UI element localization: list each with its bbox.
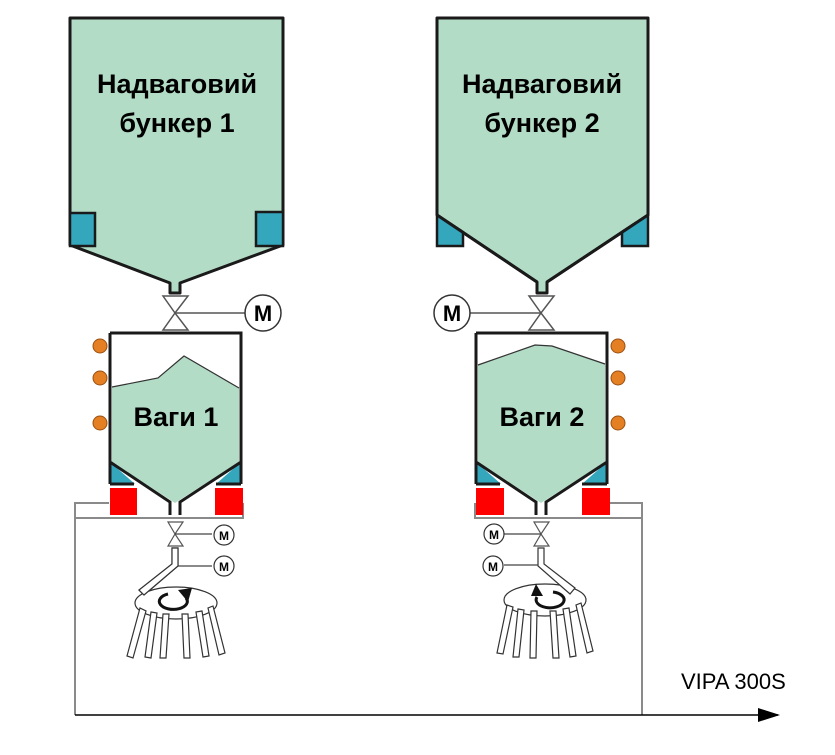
scale-1-level-sensor-low bbox=[92, 415, 108, 431]
scale-1-product bbox=[112, 356, 239, 503]
hopper-1-title-line1: Надваговий bbox=[97, 69, 257, 99]
motor-label: M bbox=[219, 529, 229, 543]
feed-motor-2[interactable]: M bbox=[433, 294, 471, 332]
feed-valve-2[interactable] bbox=[470, 295, 556, 331]
motor-label: M bbox=[489, 528, 499, 542]
spreader-motor-1[interactable]: M bbox=[213, 555, 235, 577]
feed-valve-1[interactable] bbox=[161, 295, 246, 331]
scale-1-load-cell-left bbox=[110, 488, 137, 515]
rotation-arrow-icon-2 bbox=[531, 584, 566, 610]
motor-label: M bbox=[219, 560, 229, 574]
hopper-2-body bbox=[435, 16, 650, 295]
feed-motor-1[interactable]: M bbox=[244, 294, 282, 332]
motor-icon bbox=[433, 294, 471, 332]
motor-label: M bbox=[254, 301, 272, 326]
motor-icon bbox=[213, 524, 235, 546]
hopper-1: Надваговий бункер 1 bbox=[68, 16, 285, 295]
plc-label: VIPA 300S bbox=[681, 669, 786, 694]
motor-icon bbox=[213, 555, 235, 577]
motor-icon bbox=[244, 294, 282, 332]
scale-2-product bbox=[478, 345, 605, 503]
spreader-motor-2[interactable]: M bbox=[482, 555, 504, 577]
hopper-1-support-right bbox=[254, 210, 285, 248]
scale-1-level-sensor-mid bbox=[92, 370, 108, 386]
scale-1-label: Ваги 1 bbox=[134, 402, 219, 432]
rotation-arrow-icon-1 bbox=[157, 588, 192, 611]
scale-1-load-cell-right bbox=[215, 488, 243, 515]
scale-2-load-cell-right bbox=[582, 488, 610, 515]
scale-1: Ваги 1 bbox=[92, 331, 243, 515]
hopper-2: Надваговий бункер 2 bbox=[435, 16, 650, 295]
scale-2-label: Ваги 2 bbox=[500, 402, 585, 432]
scale-2-level-sensor-low bbox=[610, 415, 626, 431]
scale-2: Ваги 2 bbox=[474, 331, 626, 515]
discharge-motor-1[interactable]: M bbox=[213, 524, 235, 546]
scale-1-level-sensor-high bbox=[92, 338, 108, 354]
hopper-1-title-line2: бункер 1 bbox=[119, 108, 234, 138]
motor-label: M bbox=[488, 560, 498, 574]
discharge-motor-2[interactable]: M bbox=[483, 523, 505, 545]
hopper-1-support-left bbox=[68, 211, 97, 248]
hopper-1-body bbox=[68, 16, 285, 295]
discharge-valve-2[interactable] bbox=[504, 521, 551, 547]
hopper-2-title-line1: Надваговий bbox=[462, 69, 622, 99]
scale-2-level-sensor-mid bbox=[610, 370, 626, 386]
spreader-2[interactable] bbox=[496, 547, 594, 659]
scale-2-load-cell-left bbox=[476, 488, 504, 515]
scale-2-level-sensor-high bbox=[610, 338, 626, 354]
motor-label: M bbox=[443, 301, 461, 326]
discharge-valve-1[interactable] bbox=[166, 521, 212, 547]
hopper-2-title-line2: бункер 2 bbox=[484, 108, 599, 138]
spreader-1[interactable] bbox=[126, 547, 226, 659]
motor-icon bbox=[483, 523, 505, 545]
motor-icon bbox=[482, 555, 504, 577]
